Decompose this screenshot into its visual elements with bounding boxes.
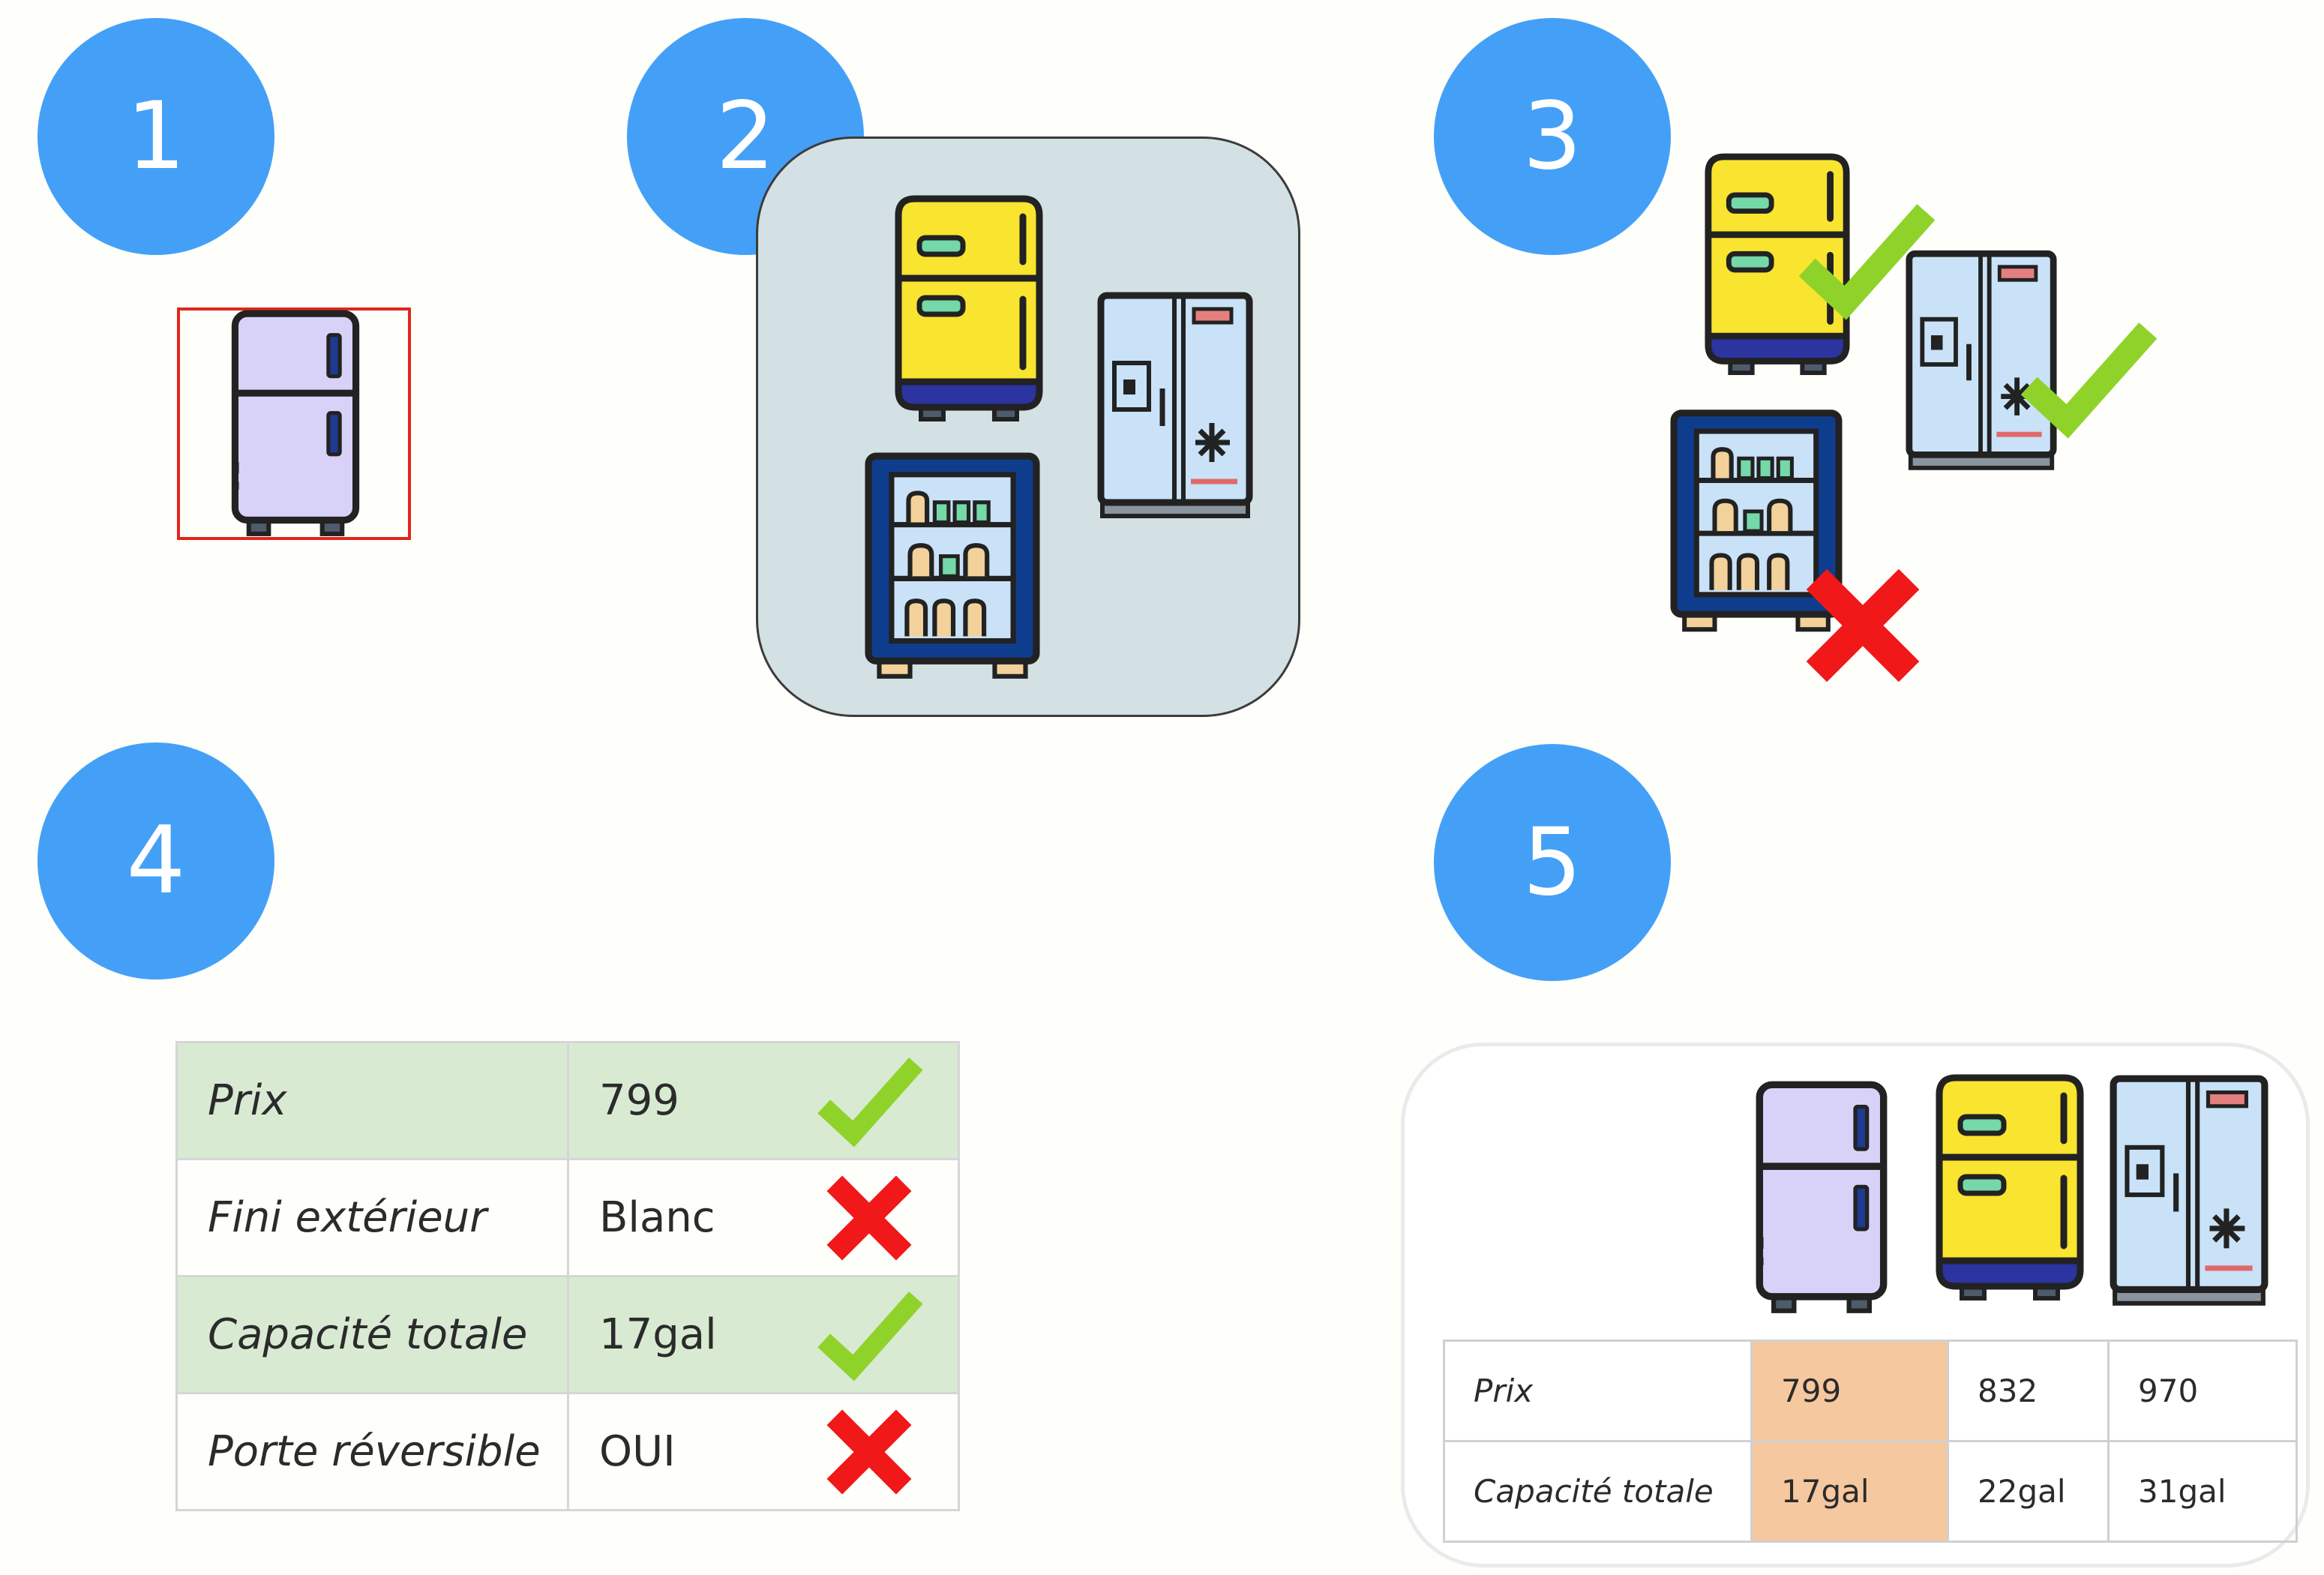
comparison-cell: 31gal [2107, 1440, 2298, 1543]
criteria-value: 799 [567, 1041, 960, 1160]
step-badge-5: 5 [1434, 744, 1671, 981]
comparison-label: Prix [1443, 1340, 1753, 1442]
checkmark-icon [815, 1286, 925, 1384]
comparison-table: Prix 799 832 970 Capacité totale 17gal 2… [1443, 1340, 2298, 1543]
cross-icon [820, 1402, 919, 1502]
comparison-cell-selected: 17gal [1750, 1440, 1949, 1543]
comparison-label: Capacité totale [1443, 1440, 1753, 1543]
criteria-table: Prix 799 Fini extérieur Blanc Capacité t… [175, 1041, 960, 1511]
comparison-cell-selected: 799 [1750, 1340, 1949, 1442]
criteria-value: 17gal [567, 1275, 960, 1394]
comparison-cell: 22gal [1947, 1440, 2110, 1543]
criteria-label: Capacité totale [175, 1275, 569, 1394]
criteria-label: Porte réversible [175, 1392, 569, 1511]
fridge-lavender-icon [229, 309, 361, 538]
criteria-value: OUI [567, 1392, 960, 1511]
table-row: Prix 799 [175, 1041, 960, 1160]
selection-box [177, 308, 411, 540]
fridge-yellow-icon [1935, 1072, 2085, 1306]
table-row: Prix 799 832 970 [1443, 1340, 2298, 1442]
criteria-value-text: 17gal [599, 1310, 717, 1359]
criteria-value: Blanc [567, 1158, 960, 1277]
fridge-display-case-icon [862, 452, 1042, 682]
criteria-value-text: Blanc [599, 1193, 715, 1242]
criteria-value-text: 799 [599, 1076, 679, 1125]
step-badge-2: 2 [627, 18, 864, 255]
fridge-side-by-side-icon [1095, 291, 1255, 524]
table-row: Porte réversible OUI [175, 1392, 960, 1511]
step-badge-1: 1 [37, 18, 274, 255]
comparison-cell: 832 [1947, 1340, 2110, 1442]
criteria-value-text: OUI [599, 1427, 676, 1476]
comparison-cell: 970 [2107, 1340, 2298, 1442]
cross-icon [820, 1168, 919, 1268]
cross-icon [1797, 560, 1929, 692]
checkmark-icon [2017, 315, 2160, 442]
table-row: Capacité totale 17gal 22gal 31gal [1443, 1440, 2298, 1543]
table-row: Fini extérieur Blanc [175, 1158, 960, 1277]
step-badge-3: 3 [1434, 18, 1671, 255]
checkmark-icon [1795, 196, 1938, 324]
step-badge-4: 4 [37, 742, 274, 980]
checkmark-icon [815, 1052, 925, 1150]
fridge-lavender-icon [1755, 1080, 1888, 1316]
fridge-side-by-side-icon [2109, 1074, 2269, 1311]
table-row: Capacité totale 17gal [175, 1275, 960, 1394]
criteria-label: Prix [175, 1041, 569, 1160]
fridge-yellow-icon [894, 194, 1044, 428]
criteria-label: Fini extérieur [175, 1158, 569, 1277]
